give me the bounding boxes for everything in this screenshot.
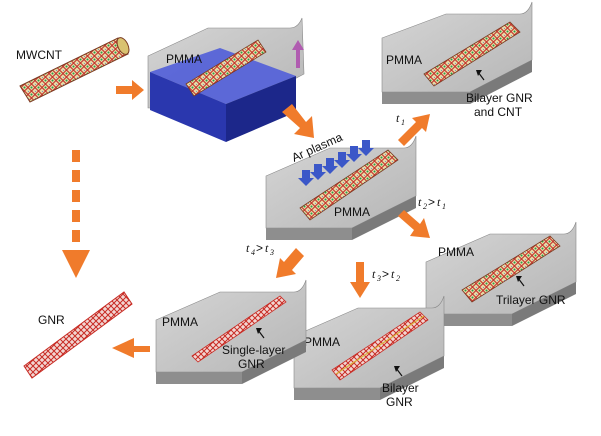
svg-text:3: 3 bbox=[269, 248, 274, 257]
pmma-label-center: PMMA bbox=[334, 205, 370, 219]
svg-text:t: t bbox=[246, 241, 250, 255]
pmma-label-right: PMMA bbox=[438, 245, 474, 259]
svg-text:t: t bbox=[372, 267, 376, 281]
pmma-label-bottom-center: PMMA bbox=[304, 335, 340, 349]
free-gnr-ribbon bbox=[23, 291, 133, 379]
t1-sub: 1 bbox=[401, 118, 405, 127]
t2-condition: t 2 > t 1 bbox=[418, 195, 446, 211]
pmma-label-bottom-left: PMMA bbox=[162, 315, 198, 329]
stage-t1 bbox=[381, 1, 533, 104]
mwcnt-label: MWCNT bbox=[16, 48, 63, 62]
svg-text:t: t bbox=[437, 195, 441, 209]
arrow-to-gnr bbox=[112, 338, 150, 358]
ar-plasma-arrows bbox=[298, 140, 374, 186]
svg-text:2: 2 bbox=[423, 202, 427, 211]
svg-text:>: > bbox=[256, 241, 263, 255]
t3-condition: t 3 > t 2 bbox=[372, 267, 400, 283]
stage-ar-plasma bbox=[265, 135, 417, 240]
arrow-t4 bbox=[276, 248, 304, 278]
dashed-arrow-direct bbox=[62, 150, 90, 278]
bilayer-label-2: GNR bbox=[386, 395, 413, 409]
svg-text:t: t bbox=[391, 267, 395, 281]
arrow-step-1 bbox=[116, 80, 144, 100]
mwcnt-tube bbox=[19, 37, 130, 103]
trilayer-gnr-label: Trilayer GNR bbox=[496, 293, 566, 307]
svg-text:>: > bbox=[428, 195, 435, 209]
svg-text:4: 4 bbox=[251, 248, 255, 257]
svg-text:2: 2 bbox=[396, 274, 400, 283]
t1-label: t bbox=[396, 111, 400, 125]
stage-trilayer bbox=[425, 221, 577, 326]
arrow-step-2 bbox=[282, 104, 314, 138]
arrow-t2 bbox=[398, 210, 430, 238]
bilayer-label-1: Bilayer bbox=[382, 381, 419, 395]
arrow-t3 bbox=[350, 262, 370, 298]
bilayer-gnr-cnt-label-1: Bilayer GNR bbox=[466, 91, 533, 105]
svg-text:1: 1 bbox=[442, 202, 446, 211]
single-layer-label-2: GNR bbox=[238, 357, 265, 371]
single-layer-label-1: Single-layer bbox=[222, 343, 285, 357]
svg-text:t: t bbox=[418, 195, 422, 209]
gnr-label: GNR bbox=[38, 313, 65, 327]
pmma-label-top-right: PMMA bbox=[386, 53, 422, 67]
lift-arrow bbox=[292, 40, 304, 68]
svg-text:t: t bbox=[265, 241, 269, 255]
svg-text:>: > bbox=[382, 267, 389, 281]
t4-condition: t 4 > t 3 bbox=[246, 241, 274, 257]
pmma-label-top: PMMA bbox=[166, 52, 202, 66]
pmma-coating-stage bbox=[147, 17, 305, 142]
arrow-t1 bbox=[398, 114, 430, 146]
stage-single-layer bbox=[155, 279, 307, 384]
bilayer-gnr-cnt-label-2: and CNT bbox=[474, 105, 523, 119]
stage-bilayer bbox=[293, 295, 445, 400]
svg-text:3: 3 bbox=[376, 274, 381, 283]
